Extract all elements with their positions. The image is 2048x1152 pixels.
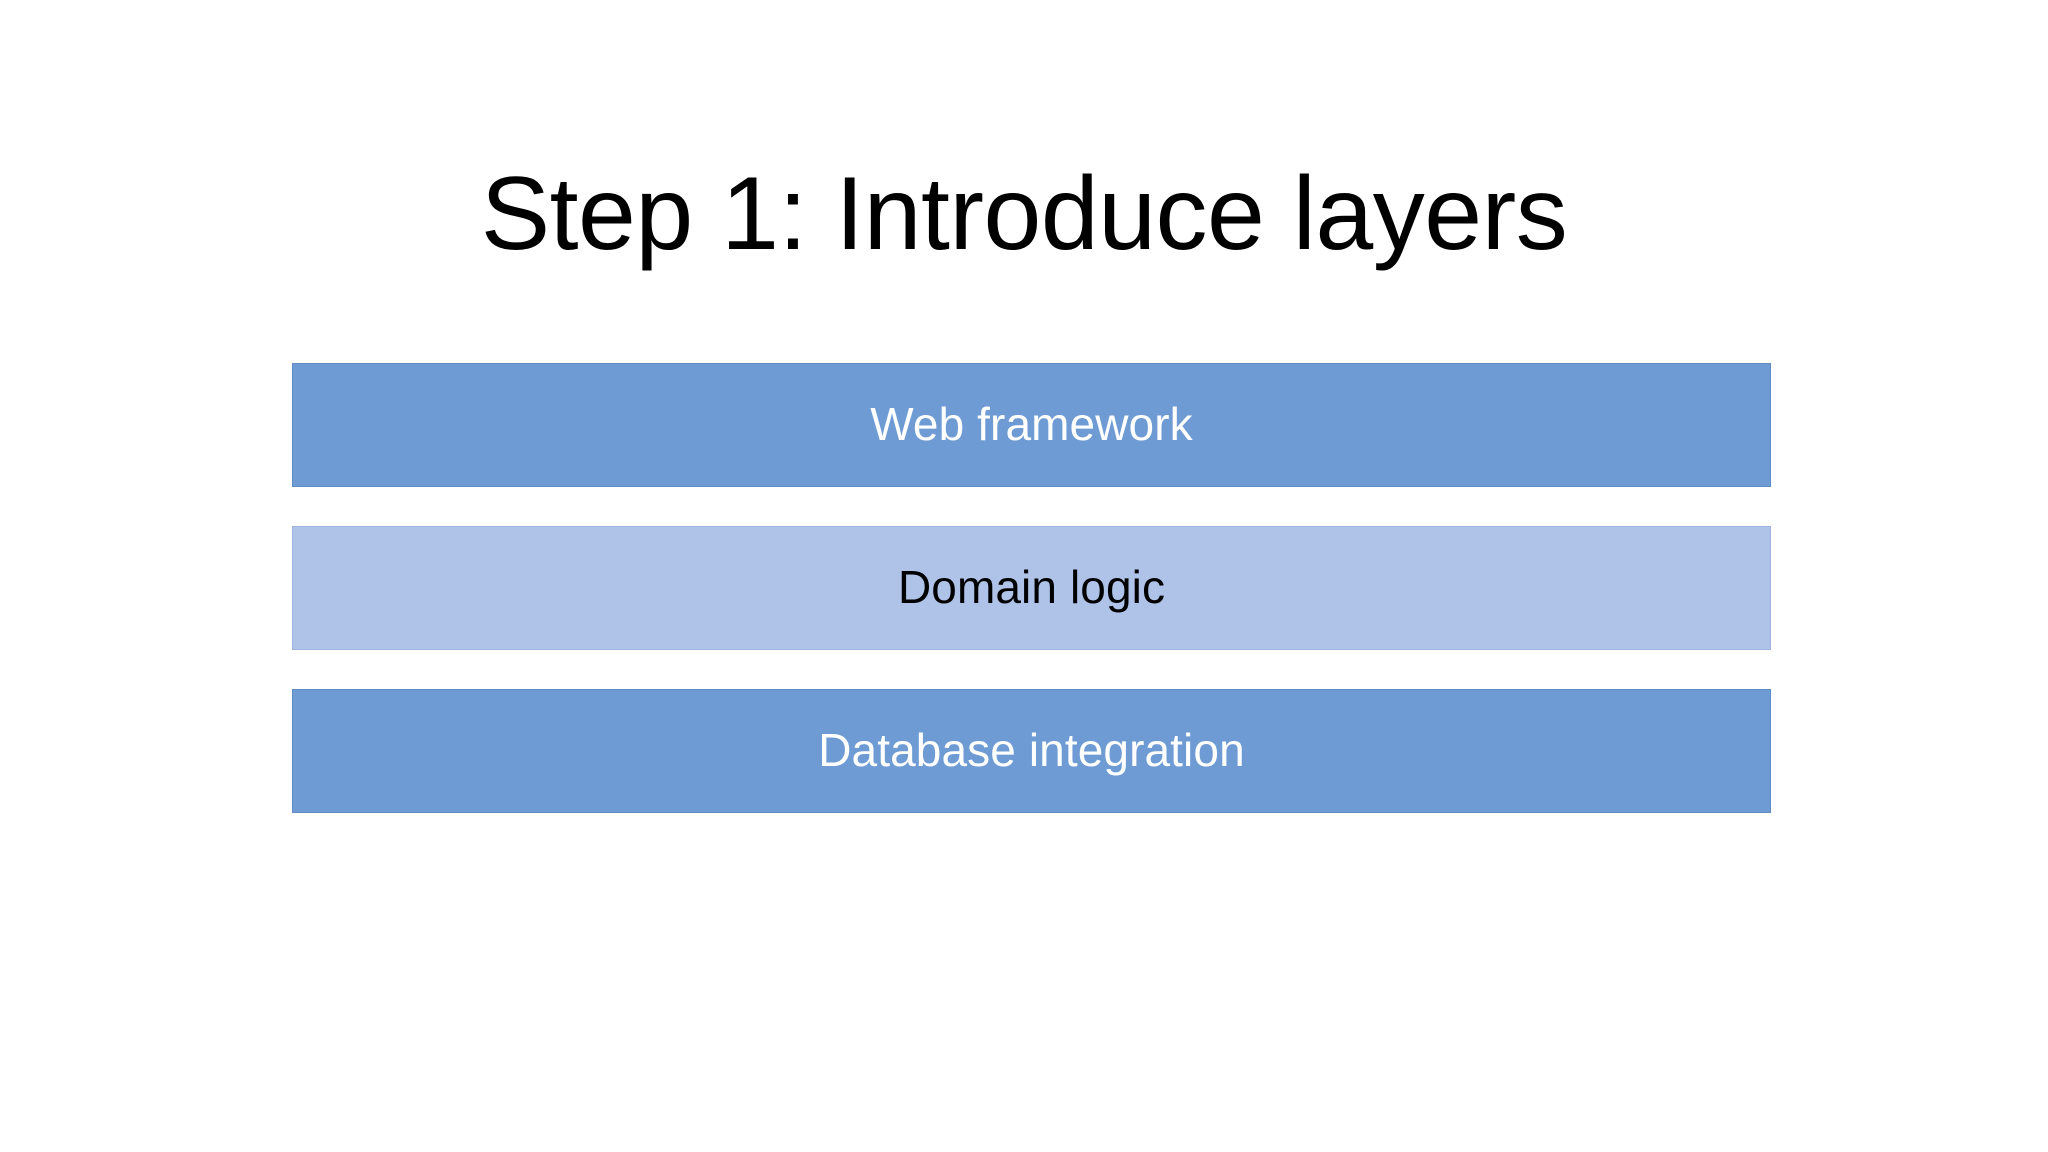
layer-label-domain-logic: Domain logic: [897, 561, 1166, 613]
page-title: Step 1: Introduce layers: [480, 155, 1568, 272]
layer-bar-web-framework[interactable]: Web framework: [292, 363, 1771, 487]
layer-label-web-framework: Web framework: [870, 398, 1193, 450]
layer-stack-diagram: Web framework Domain logic Database inte…: [292, 363, 1771, 813]
layer-bar-domain-logic[interactable]: Domain logic: [292, 526, 1771, 650]
layer-bar-database-integration[interactable]: Database integration: [292, 689, 1771, 813]
layer-label-database-integration: Database integration: [818, 724, 1245, 776]
